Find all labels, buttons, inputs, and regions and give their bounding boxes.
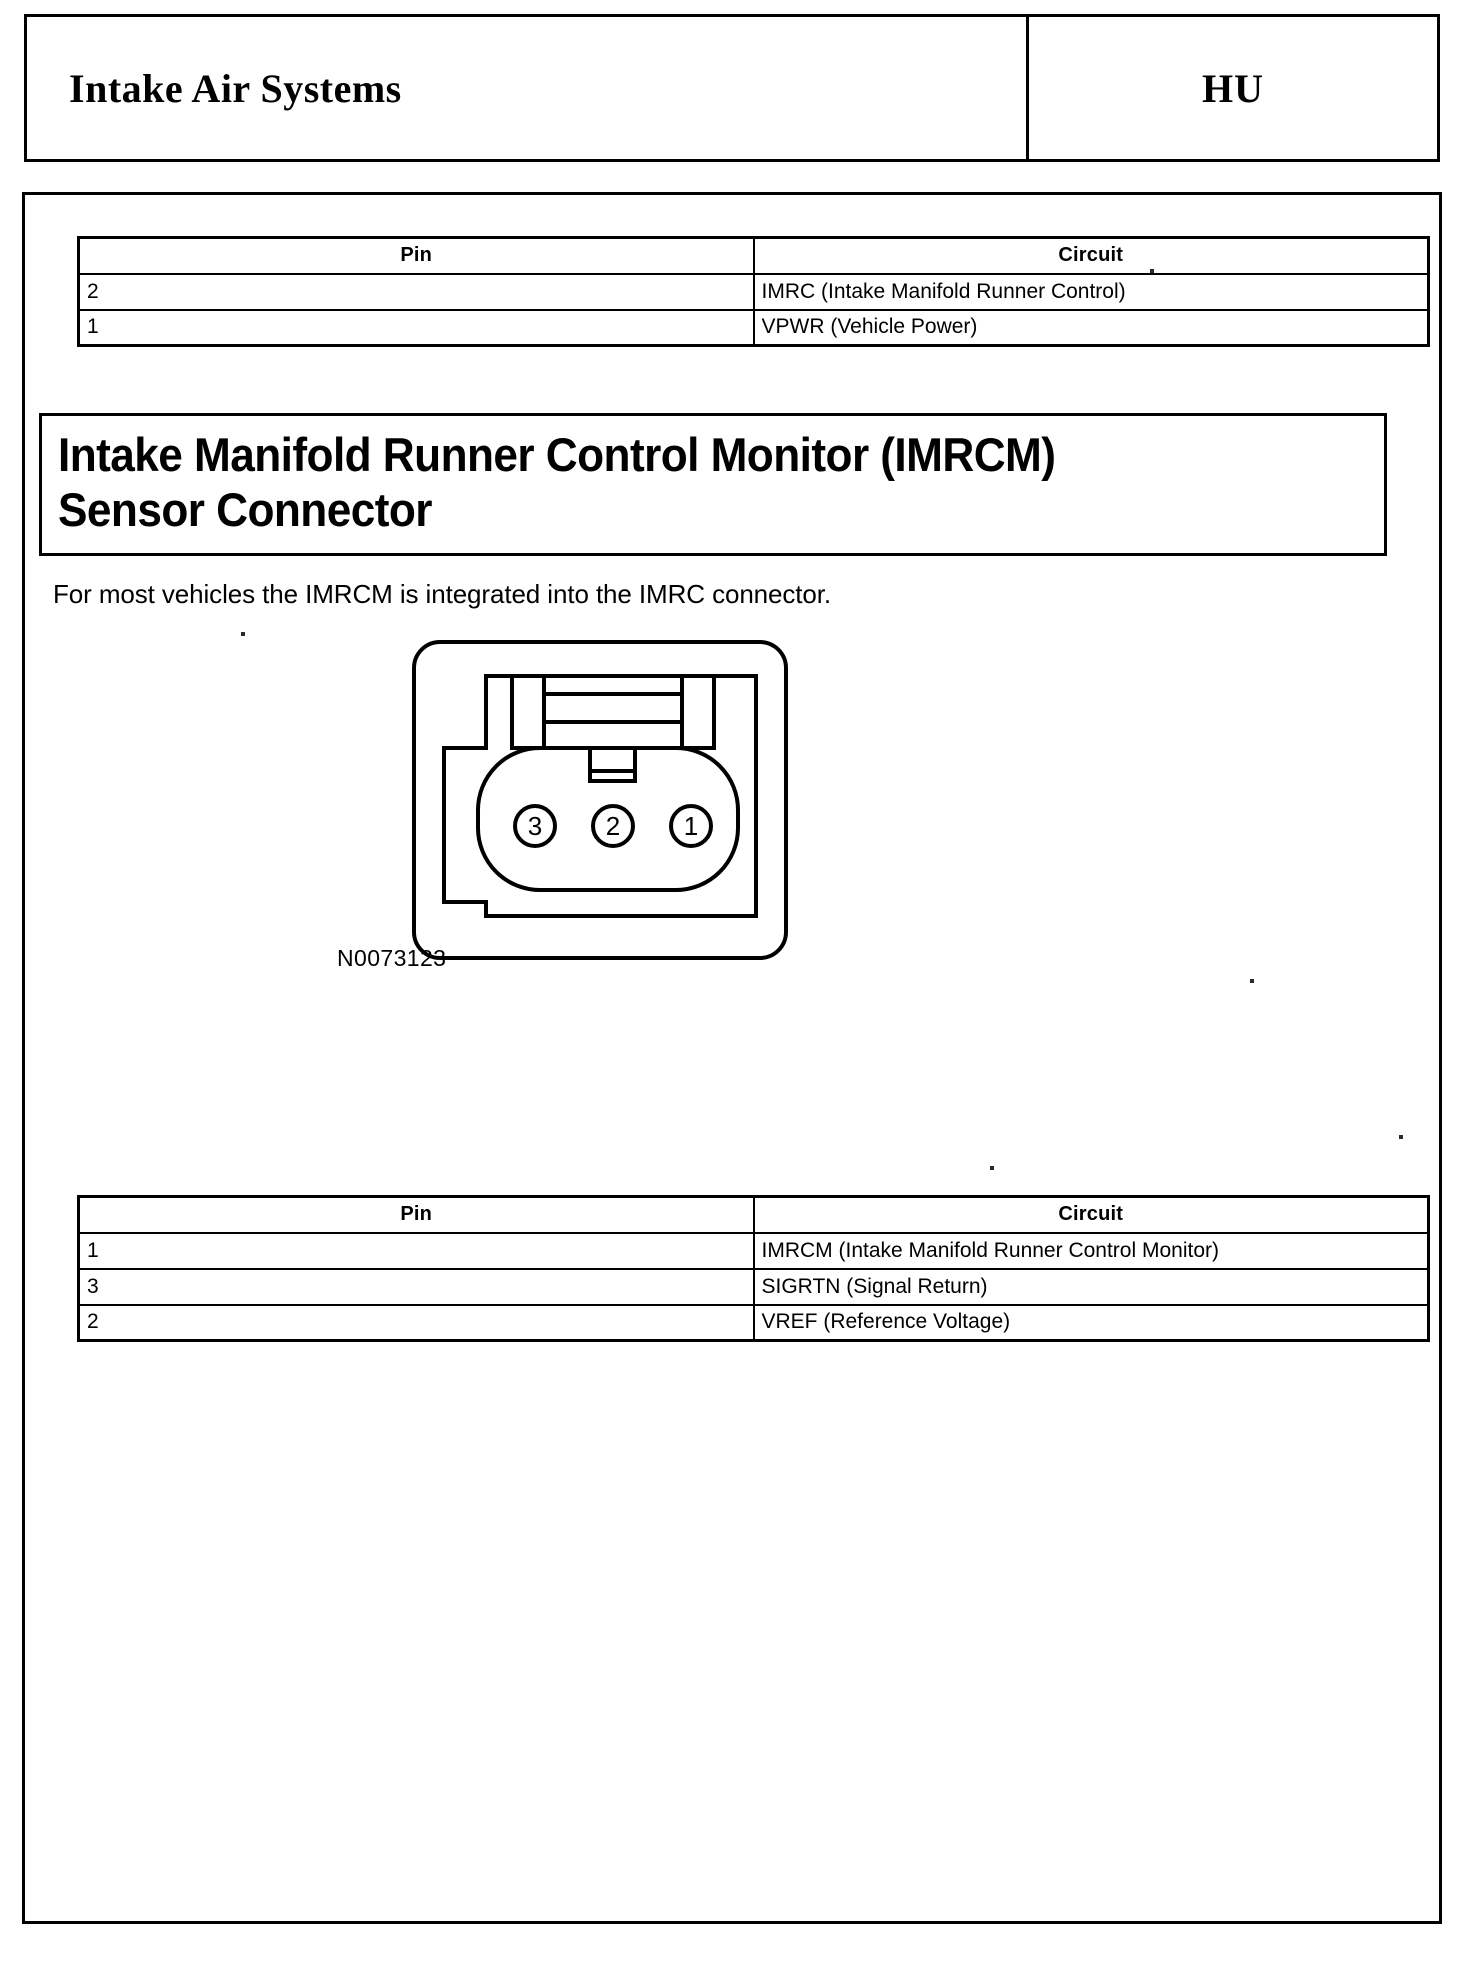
cell-pin: 2 — [77, 272, 755, 311]
scan-speck — [1250, 979, 1254, 983]
page-header-banner: Intake Air Systems HU — [24, 14, 1440, 162]
cell-circuit: IMRC (Intake Manifold Runner Control) — [752, 272, 1430, 311]
cell-pin: 1 — [77, 1231, 755, 1270]
scan-speck — [1150, 269, 1154, 273]
table-row: 2 VREF (Reference Voltage) — [77, 1303, 1430, 1342]
column-header-circuit: Circuit — [752, 236, 1430, 275]
cell-circuit: SIGRTN (Signal Return) — [752, 1267, 1430, 1306]
header-title-cell: Intake Air Systems — [27, 17, 1029, 159]
table-row: 3 SIGRTN (Signal Return) — [77, 1267, 1430, 1306]
page-title: Intake Air Systems — [69, 65, 402, 111]
section-code-badge: HU — [1202, 65, 1264, 111]
table-row: 1 IMRCM (Intake Manifold Runner Control … — [77, 1231, 1430, 1270]
table-header-row: Pin Circuit — [77, 1195, 1430, 1234]
pin-circle-3 — [513, 804, 557, 848]
latch-bar-mid — [542, 692, 684, 724]
latch-block-right — [680, 674, 716, 750]
pin-circle-1 — [669, 804, 713, 848]
section-heading-box: Intake Manifold Runner Control Monitor (… — [39, 413, 1387, 557]
pin-cavity — [476, 746, 740, 892]
pin-markers: 3 2 1 — [513, 804, 713, 848]
table-row: 2 IMRC (Intake Manifold Runner Control) — [77, 272, 1430, 311]
column-header-pin: Pin — [77, 1195, 755, 1234]
pin-number-2: 2 — [606, 811, 620, 841]
intro-paragraph: For most vehicles the IMRCM is integrate… — [53, 579, 832, 609]
imrcm-pinout-table: Pin Circuit 1 IMRCM (Intake Manifold Run… — [77, 1195, 1430, 1342]
connector-outer-shell — [412, 640, 788, 960]
cell-circuit: IMRCM (Intake Manifold Runner Control Mo… — [752, 1231, 1430, 1270]
connector-illustration-svg: 3 2 1 — [412, 640, 788, 960]
section-heading-line-1: Intake Manifold Runner Control Monitor (… — [58, 428, 1056, 481]
imrc-pinout-table: Pin Circuit 2 IMRC (Intake Manifold Runn… — [77, 236, 1430, 347]
cell-circuit: VREF (Reference Voltage) — [752, 1303, 1430, 1342]
header-code-cell: HU — [1029, 17, 1437, 159]
cell-pin: 2 — [77, 1303, 755, 1342]
imrcm-connector-diagram: 3 2 1 — [400, 630, 800, 970]
section-heading-line-2: Sensor Connector — [58, 482, 432, 536]
column-header-circuit: Circuit — [752, 1195, 1430, 1234]
latch-bar-lower — [542, 720, 684, 750]
pin-number-3: 3 — [528, 811, 542, 841]
latch-block-left — [510, 674, 546, 750]
scan-speck — [241, 632, 245, 636]
latch-bar-upper — [542, 674, 684, 696]
figure-id-label: N0073123 — [337, 945, 447, 971]
scan-speck — [1399, 1135, 1403, 1139]
cell-circuit: VPWR (Vehicle Power) — [752, 308, 1430, 347]
cell-pin: 1 — [77, 308, 755, 347]
column-header-pin: Pin — [77, 236, 755, 275]
center-locking-tab — [588, 746, 637, 783]
page-content-frame: Pin Circuit 2 IMRC (Intake Manifold Runn… — [22, 192, 1442, 1924]
pin-number-1: 1 — [684, 811, 698, 841]
table-row: 1 VPWR (Vehicle Power) — [77, 308, 1430, 347]
table-header-row: Pin Circuit — [77, 236, 1430, 275]
scan-speck — [990, 1166, 994, 1170]
connector-inner-bracket — [442, 674, 758, 918]
cell-pin: 3 — [77, 1267, 755, 1306]
pin-circle-2 — [591, 804, 635, 848]
